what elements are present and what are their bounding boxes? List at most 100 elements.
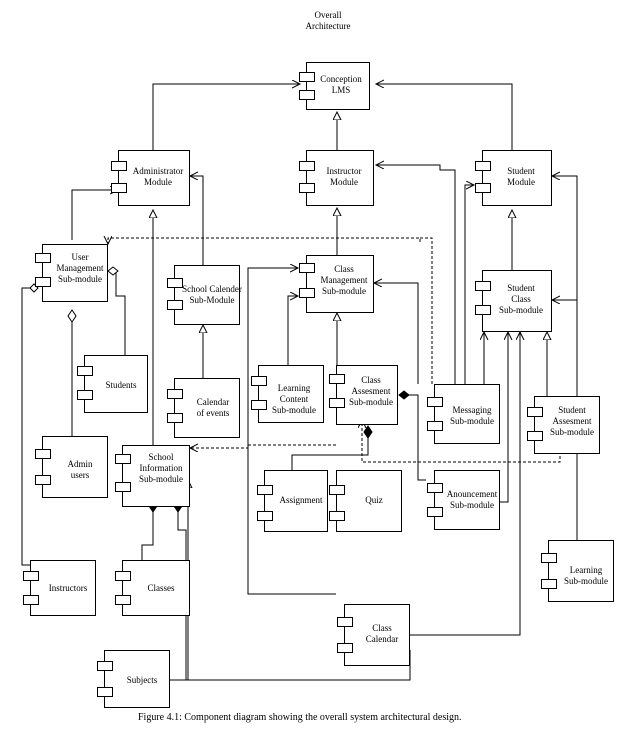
component-label: Student Class Sub-module (499, 283, 543, 315)
component-tab-icon (337, 617, 353, 627)
component-tab-icon (111, 183, 127, 193)
component-tab-icon (115, 482, 131, 492)
component-student-assesment-submodule: Student Assesment Sub-module (527, 396, 600, 454)
component-instructor-module: Instructor Module (299, 150, 374, 206)
component-label: Students (105, 380, 137, 390)
component-label: Subjects (126, 675, 158, 685)
component-label: Quiz (365, 495, 383, 505)
component-tab-icon (299, 72, 315, 82)
component-label: Messaging Sub-module (450, 405, 494, 426)
component-tab-icon (97, 687, 113, 697)
component-tab-icon (475, 281, 491, 291)
component-tab-icon (251, 400, 267, 410)
component-label: Instructor Module (326, 166, 362, 187)
component-label: Anouncement Sub-module (446, 489, 498, 510)
component-tab-icon (77, 366, 93, 376)
component-tab-icon (35, 277, 51, 287)
component-tab-icon (115, 454, 131, 464)
component-student-module: Student Module (475, 150, 552, 206)
component-tab-icon (299, 263, 315, 273)
component-label: Learning Sub-module (564, 565, 608, 586)
component-assignment: Assignment (257, 470, 328, 532)
component-tab-icon (475, 183, 491, 193)
component-label: Student Module (507, 166, 535, 187)
figure-caption: Figure 4.1: Component diagram showing th… (138, 712, 462, 723)
component-instructors: Instructors (23, 560, 96, 616)
component-tab-icon (111, 161, 127, 171)
component-tab-icon (299, 288, 315, 298)
component-tab-icon (35, 449, 51, 459)
component-tab-icon (299, 161, 315, 171)
component-tab-icon (257, 485, 273, 495)
component-learning-submodule: Learning Sub-module (541, 540, 614, 602)
component-tab-icon (115, 595, 131, 605)
component-school-calender-submodule: School Calender Sub-Module (167, 265, 242, 325)
component-tab-icon (427, 397, 443, 407)
component-tab-icon (337, 643, 353, 653)
component-tab-icon (167, 300, 183, 310)
component-tab-icon (475, 305, 491, 315)
component-label: Learning Content Sub-module (272, 383, 316, 415)
component-messaging-submodule: Messaging Sub-module (427, 384, 500, 444)
component-tab-icon (167, 413, 183, 423)
component-tab-icon (329, 485, 345, 495)
component-tab-icon (541, 553, 557, 563)
diagram-title: Overall Architecture (305, 10, 351, 31)
component-label: Instructors (48, 583, 88, 593)
component-user-management-submodule: User Management Sub-module (35, 244, 108, 302)
component-tab-icon (167, 278, 183, 288)
component-students: Students (77, 355, 148, 413)
component-tab-icon (329, 511, 345, 521)
component-calendar-of-events: Calendar of events (167, 378, 240, 438)
component-tab-icon (329, 398, 345, 408)
component-label: Conception LMS (320, 74, 362, 95)
component-tab-icon (527, 407, 543, 417)
component-class-management-submodule: Class Management Sub-module (299, 255, 374, 313)
component-label: User Management Sub-module (56, 252, 104, 284)
component-tab-icon (427, 421, 443, 431)
component-label: Class Assesment Sub-module (349, 375, 393, 407)
component-label: School Calender Sub-Module (182, 284, 242, 305)
component-label: Administrator Module (132, 166, 184, 187)
component-anouncement-submodule: Anouncement Sub-module (427, 470, 500, 530)
component-tab-icon (299, 90, 315, 100)
component-tab-icon (167, 389, 183, 399)
component-admin-users: Admin users (35, 436, 108, 498)
component-class-assesment-submodule: Class Assesment Sub-module (329, 365, 398, 425)
component-label: Calendar of events (196, 397, 230, 418)
component-class-calendar: Class Calendar (337, 604, 410, 666)
component-tab-icon (251, 376, 267, 386)
component-tab-icon (475, 161, 491, 171)
component-tab-icon (527, 431, 543, 441)
component-label: Admin users (67, 459, 93, 480)
component-tab-icon (427, 483, 443, 493)
component-label: Class Management Sub-module (320, 264, 368, 296)
component-tab-icon (77, 390, 93, 400)
component-learning-content-submodule: Learning Content Sub-module (251, 365, 324, 423)
component-school-information-submodule: School Information Sub-module (115, 445, 190, 507)
component-tab-icon (257, 511, 273, 521)
component-tab-icon (299, 183, 315, 193)
component-label: Assignment (279, 495, 323, 505)
component-student-class-submodule: Student Class Sub-module (475, 270, 552, 332)
component-label: Class Calendar (365, 623, 399, 644)
component-quiz: Quiz (329, 470, 402, 532)
component-classes: Classes (115, 560, 190, 616)
component-label: Classes (147, 583, 175, 593)
component-tab-icon (427, 507, 443, 517)
component-tab-icon (35, 253, 51, 263)
component-tab-icon (23, 595, 39, 605)
component-label: Student Assesment Sub-module (550, 405, 594, 437)
component-administrator-module: Administrator Module (111, 150, 190, 206)
component-subjects: Subjects (97, 650, 170, 708)
component-label: School Information Sub-module (139, 452, 183, 484)
component-conception-lms: Conception LMS (299, 62, 370, 110)
component-tab-icon (115, 571, 131, 581)
component-tab-icon (97, 661, 113, 671)
component-tab-icon (541, 579, 557, 589)
component-tab-icon (35, 475, 51, 485)
component-tab-icon (23, 571, 39, 581)
component-tab-icon (329, 374, 345, 384)
